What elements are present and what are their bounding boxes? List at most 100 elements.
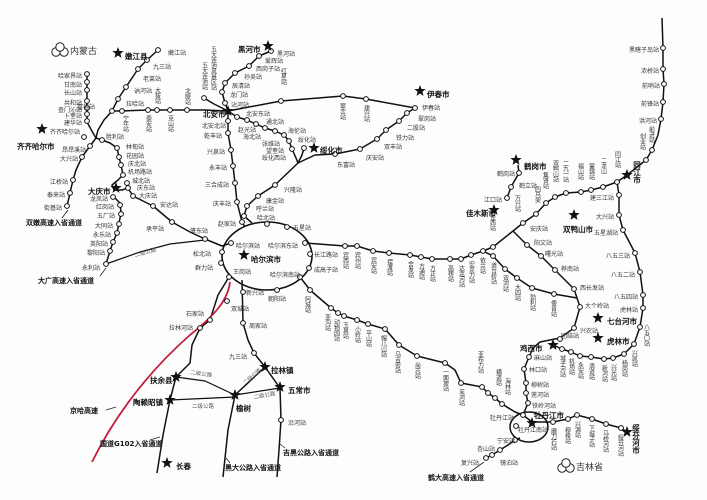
station-marker: [272, 182, 278, 188]
city-label: 陶赖昭镇: [133, 397, 163, 407]
station-marker: [197, 325, 203, 331]
station-label: 铁力站: [396, 134, 414, 142]
station-marker: [661, 81, 667, 87]
station-label: 兴隆站: [284, 186, 302, 194]
station-marker: [610, 355, 616, 361]
city-star-icon: [112, 47, 124, 58]
station-label: 团结站: [561, 332, 579, 340]
rail-line: [506, 164, 520, 199]
station-marker: [458, 256, 464, 262]
station-label: 洪河站: [639, 117, 657, 125]
station-marker: [533, 211, 539, 217]
station-label: 创业站: [639, 132, 646, 151]
station-label: 街基站: [44, 204, 62, 212]
station-marker: [658, 116, 664, 122]
station-marker: [135, 66, 141, 72]
station-label: 黑瞎子岛站: [629, 46, 659, 54]
station-label: 绥化西站: [262, 154, 286, 162]
station-label: 牡丹江站: [490, 414, 514, 422]
city-star-icon: [110, 182, 122, 193]
station-label: 穆棱站: [564, 426, 571, 445]
station-label: 北安东站: [246, 110, 270, 118]
jingha-expressway-line: [91, 281, 231, 463]
station-marker: [116, 221, 122, 227]
station-label: 方正站: [429, 264, 436, 283]
station-marker: [603, 421, 609, 427]
rail-line: [203, 97, 229, 112]
station-label: 佳西站: [489, 213, 496, 232]
station-marker: [116, 154, 122, 160]
station-marker: [110, 239, 116, 245]
station-marker: [571, 325, 577, 331]
station-marker: [241, 213, 247, 219]
station-marker: [123, 84, 129, 90]
station-marker: [341, 313, 347, 319]
station-label: 横道站: [495, 368, 502, 387]
station-marker: [588, 354, 594, 360]
city-label: 牡丹江市: [534, 410, 564, 420]
station-label: 四马架: [534, 186, 541, 204]
labels-layer: 嫩江站九三站老莱站讷河站拉哈站富裕站哈家界站甘南站长山站共和站查门沁站卜奎站建华…: [17, 42, 660, 482]
station-marker: [219, 89, 225, 95]
station-marker: [218, 260, 224, 266]
city-label: 拉林镇: [271, 365, 294, 375]
station-marker: [502, 266, 508, 272]
station-label: 兴凯站: [631, 349, 638, 368]
station-marker: [514, 275, 520, 281]
station-label: 哈尔滨东站: [268, 242, 298, 250]
station-marker: [383, 127, 389, 133]
station-marker: [228, 147, 234, 153]
station-label: 八五三站: [606, 252, 630, 260]
station-label: 五大连池站: [201, 62, 208, 91]
city-star-icon: [568, 209, 580, 220]
station-label: 鹤岗站: [497, 170, 515, 178]
station-label: 乾丰站: [204, 132, 222, 140]
station-label: 石家站: [186, 310, 204, 318]
station-label: 莲河站: [531, 391, 549, 399]
station-label: 玉泉站: [342, 322, 349, 340]
city-label: 嫩江县: [125, 51, 148, 61]
station-marker: [660, 45, 666, 51]
station-label: 望奎站: [266, 147, 284, 155]
station-marker: [240, 320, 246, 326]
station-label: 前哨站: [642, 82, 660, 90]
rail-line: [512, 230, 581, 423]
station-label: 龙凤站: [90, 195, 108, 203]
city-star-icon: [161, 457, 173, 468]
station-label: 哈尔滨站: [236, 242, 260, 250]
station-marker: [614, 179, 620, 185]
station-label: 赵家站: [218, 220, 236, 228]
station-marker: [489, 452, 495, 458]
station-marker: [246, 63, 252, 69]
station-marker: [84, 105, 90, 111]
station-label: 承平站: [146, 225, 164, 233]
station-label: 大同站: [95, 222, 113, 230]
station-label: 林甸站: [126, 143, 144, 151]
region-label: 吉林省: [576, 461, 603, 473]
station-label: 康金站: [266, 197, 284, 205]
station-marker: [563, 190, 569, 196]
station-marker: [523, 390, 529, 396]
station-label: 江口站: [484, 196, 502, 204]
station-label: 五星湖站: [594, 229, 618, 237]
station-label: 海林站: [504, 377, 511, 396]
station-label: 永乐站: [93, 231, 111, 239]
station-label: 桦南站: [561, 265, 579, 273]
station-label: 双鸭山站: [552, 160, 559, 184]
station-marker: [302, 240, 308, 246]
station-marker: [365, 321, 371, 327]
station-label: 黑河站: [277, 50, 295, 58]
station-marker: [225, 118, 231, 124]
station-marker: [649, 147, 655, 153]
station-marker: [485, 390, 491, 396]
station-label: 杏山站: [477, 445, 495, 453]
entry-channel-label: 国道G102入省通道: [100, 439, 162, 448]
station-marker: [109, 108, 115, 114]
city-label: 北安市: [203, 109, 226, 119]
station-label: 舍发站: [407, 260, 414, 279]
station-label: 宾州站: [354, 251, 361, 270]
station-marker: [643, 157, 649, 163]
station-label: 集贤站: [542, 171, 549, 190]
station-label: 新兴站: [246, 289, 264, 297]
station-marker: [480, 248, 486, 254]
